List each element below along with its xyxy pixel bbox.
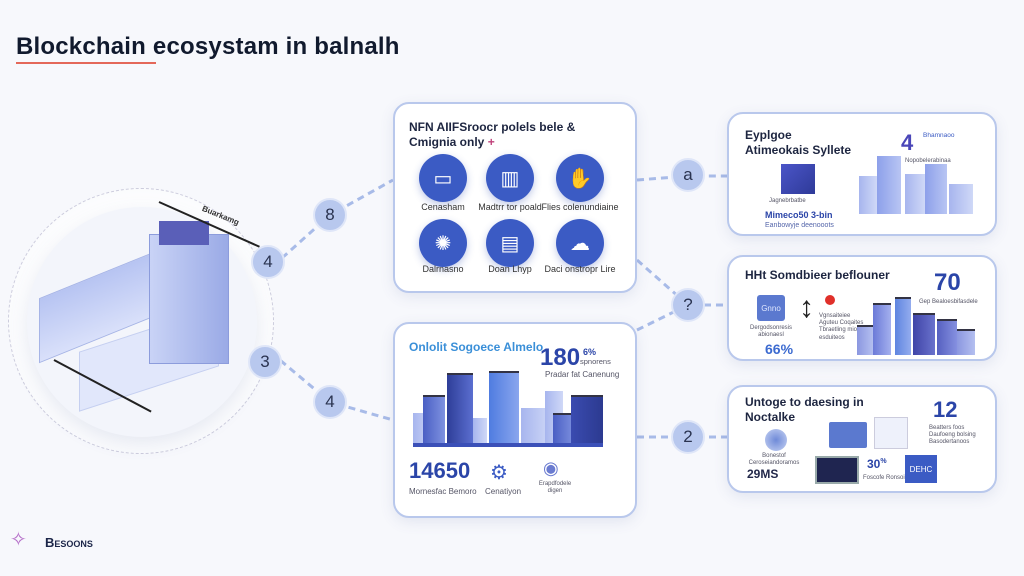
eco-skyline [859,152,979,214]
city-stat-sub: spnorens [580,357,611,366]
city-title: Onlolit Sogoece Almelo [409,340,544,354]
features-title: NFN AIIFSroocr polels bele & Cmignia onl… [409,120,576,149]
title-underline [16,62,156,64]
connector-node[interactable]: 2 [671,420,705,454]
ecosystem-card: Eyplgoe Atimeokais Syllete Jagnebrbatbe … [727,112,997,236]
feature-label: Madtrr tor poald [478,202,542,212]
feature-label: Doan Lhyp [488,264,532,274]
city-stat-label: Pradar fat Canenung [545,370,620,379]
hub-illustration: Buarkamg [8,188,274,454]
city-skyline [413,371,603,447]
scale-skyline [857,297,977,355]
connector-node[interactable]: a [671,158,705,192]
notes-chart-thumb [874,417,908,449]
feature-label: Daci onstropr Lire [544,264,616,274]
city-stat-suffix: 6% [583,347,597,357]
connector-node[interactable]: 4 [313,385,347,419]
city-stat: 180 [540,344,581,371]
notes-chip: DEHC [905,455,937,483]
handshake-icon[interactable]: ✋ [556,154,604,202]
eco-badge-sub: Nopobelerabinaa [905,158,951,164]
scale-box: Gnno [757,295,785,321]
bar-chart-icon[interactable]: ▥ [486,154,534,202]
eco-title: Eyplgoe Atimeokais Syllete [745,128,852,157]
alert-dot-icon [825,295,835,305]
scale-title: HHt Somdbieer beflouner [745,268,890,282]
notes-card: Untoge to daesing in Noctalke Bonestof C… [727,385,997,493]
plus-marker: + [487,135,495,149]
city-item3-label: Erapdfodele digen [538,481,572,495]
notes-globe-caption: Bonestof Ceroseiandoramos [748,453,800,467]
scale-stat-label: Gep Bealoesbifasdele [919,299,978,305]
feature-label: Flies colenundiaine [541,202,619,212]
connector-line [636,303,689,332]
transit-icon: ⚙ [490,462,508,484]
notes-card-thumb [829,422,867,448]
scale-stat: 70 [934,269,961,296]
brand-logo-icon: ✧ [10,529,27,551]
network-icon[interactable]: ✺ [419,219,467,267]
eco-sub: Eanbowyje deenooots [765,222,834,229]
feature-label: Dalrnasno [422,264,464,274]
connector-node[interactable]: 8 [313,198,347,232]
notes-time: 29MS [747,467,779,481]
globe-icon [765,429,787,451]
notes-title: Untoge to daesing in Noctalke [745,395,864,424]
scale-notes: Vgnsaiteiee Aguteu Coqaites Tbraetling m… [819,313,864,341]
vertical-arrow-icon: ↕ [799,291,814,324]
notes-mid-value: 30% [867,457,887,471]
hub-node-3[interactable]: 3 [248,345,282,379]
city-count: 14650 [409,458,471,483]
notes-mid-label: Foscofe Ronsoi [863,475,905,481]
eco-value: Mimeco50 3-bin [765,210,833,220]
city-card: Onlolit Sogoece Almelo 180 6% spnorens P… [393,322,637,518]
features-card: NFN AIIFSroocr polels bele & Cmignia onl… [393,102,637,293]
notes-stat: 12 [933,397,958,422]
page-title: Blockchain ecosystam in balnalh [16,33,400,60]
notes-stat-label: Beatters foos Daufoeng bolsing Basoderta… [929,425,976,446]
scale-box-caption: Dergodsonresis abionaesl [749,325,793,339]
scale-card: HHt Somdbieer beflouner Gnno Dergodsonre… [727,255,997,361]
cube-icon [781,164,815,194]
document-icon[interactable]: ▤ [486,219,534,267]
notes-bar-chart [815,456,859,484]
eco-badge: 4 [901,130,914,155]
cube-caption: Jagnebrbatbe [769,198,806,204]
city-count-label: Mornesfac Bemoro [409,487,477,496]
laptop-icon[interactable]: ▭ [419,154,467,202]
hub-node-4[interactable]: 4 [251,245,285,279]
feature-label: Cenasham [421,202,465,212]
tower [149,234,229,364]
eco-badge-text: Bhamnaoo [923,132,955,139]
cloud-icon[interactable]: ☁ [556,219,604,267]
connector-node[interactable]: ? [671,288,705,322]
city-item2-label: Cenatiyon [485,487,522,496]
scale-percent: 66% [765,341,794,357]
globe-icon: ◉ [543,458,559,478]
brand-name: Besoons [45,535,93,550]
